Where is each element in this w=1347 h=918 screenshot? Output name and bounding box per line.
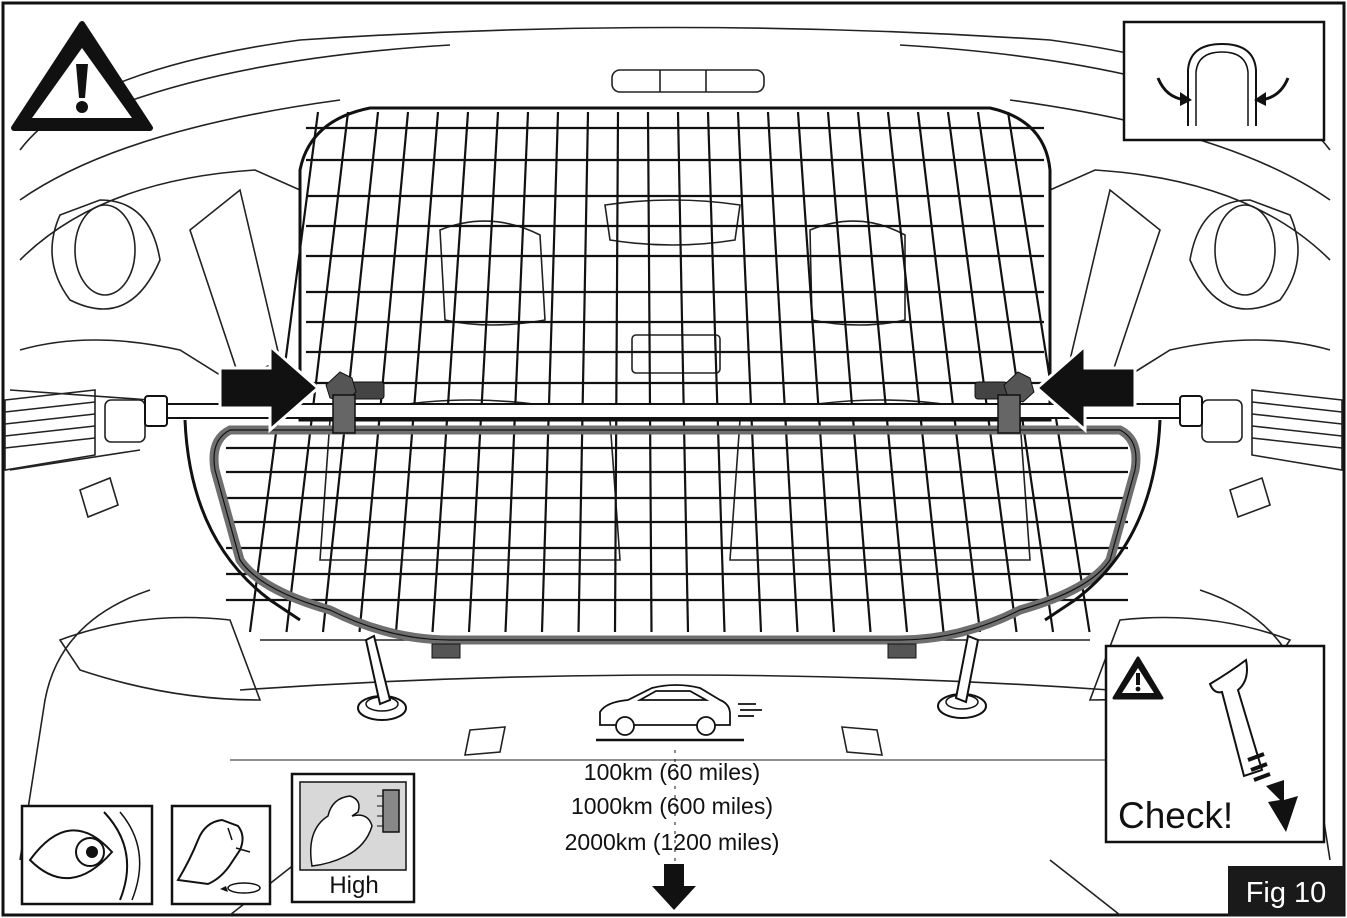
grid-wire-vertical — [540, 111, 560, 633]
grid-wire-vertical — [467, 111, 500, 633]
left-tie-loop — [79, 476, 119, 519]
right-knob — [974, 371, 1035, 434]
right-tie-loop — [1229, 476, 1271, 519]
grid-wire-vertical — [886, 111, 945, 633]
figure-label: Fig 10 — [1246, 877, 1327, 909]
check-panel: Check! — [1104, 644, 1326, 844]
mileage-line-2: 1000km (600 miles) — [571, 793, 773, 819]
telescopic-bar — [149, 403, 1201, 419]
left-speaker — [51, 199, 161, 310]
grid-wire-vertical — [646, 111, 653, 633]
check-label: Check! — [1118, 795, 1233, 836]
grid-wire-vertical — [358, 111, 410, 633]
mileage-line-1: 100km (60 miles) — [584, 759, 760, 785]
muscle-strength-icon: High — [290, 772, 416, 904]
left-knob — [325, 371, 385, 434]
hand-tighten-icon — [170, 804, 272, 906]
dog-guard-grid — [144, 106, 1203, 721]
small-warning-icon — [1112, 656, 1164, 700]
eye-inspect-icon — [20, 804, 154, 906]
car-driving-icon — [596, 684, 762, 742]
grid-wire-vertical — [394, 111, 440, 633]
grid-wire-vertical — [706, 111, 726, 633]
left-headrest — [439, 220, 546, 326]
figure-label-badge: Fig 10 — [1228, 866, 1344, 916]
grid-wire-vertical — [577, 111, 590, 633]
grid-wire-vertical — [796, 111, 836, 633]
down-arrow-icon — [652, 864, 696, 910]
push-arrow-right-icon — [218, 342, 321, 434]
grid-wire-vertical — [766, 111, 799, 633]
grid-wire-vertical — [676, 111, 690, 633]
push-arrow-left-icon — [1034, 342, 1137, 434]
mileage-line-3: 2000km (1200 miles) — [565, 829, 780, 855]
grid-wire-vertical — [613, 111, 620, 633]
brake-light — [611, 69, 765, 93]
grid-wire-vertical — [916, 111, 982, 633]
grid-wire-vertical — [504, 111, 530, 633]
left-vent — [4, 389, 96, 471]
grid-wire-vertical — [736, 111, 763, 633]
check-pole-icon — [1208, 658, 1298, 832]
right-speaker — [1189, 199, 1299, 310]
left-floor-box — [58, 616, 262, 701]
left-floor-pole — [357, 634, 407, 721]
right-floor-pole — [937, 634, 987, 719]
grid-wire-vertical — [321, 111, 380, 633]
floor-hook-left — [464, 726, 506, 756]
floor-hook-right — [841, 726, 883, 756]
rear-plate — [631, 334, 721, 374]
grid-wire-vertical — [431, 111, 470, 633]
grid-wire-vertical — [1006, 111, 1091, 633]
grid-wire-vertical — [946, 111, 1018, 633]
grid-wire-vertical — [826, 111, 872, 633]
grid-wire-vertical — [856, 111, 909, 633]
grid-wire-vertical — [976, 111, 1055, 633]
strength-label: High — [329, 872, 378, 899]
upper-frame — [298, 106, 1052, 422]
warning-icon — [11, 21, 153, 131]
headrest-rotate-icon — [1122, 20, 1326, 142]
right-vent — [1251, 389, 1343, 471]
grid-wire-vertical — [285, 111, 350, 633]
